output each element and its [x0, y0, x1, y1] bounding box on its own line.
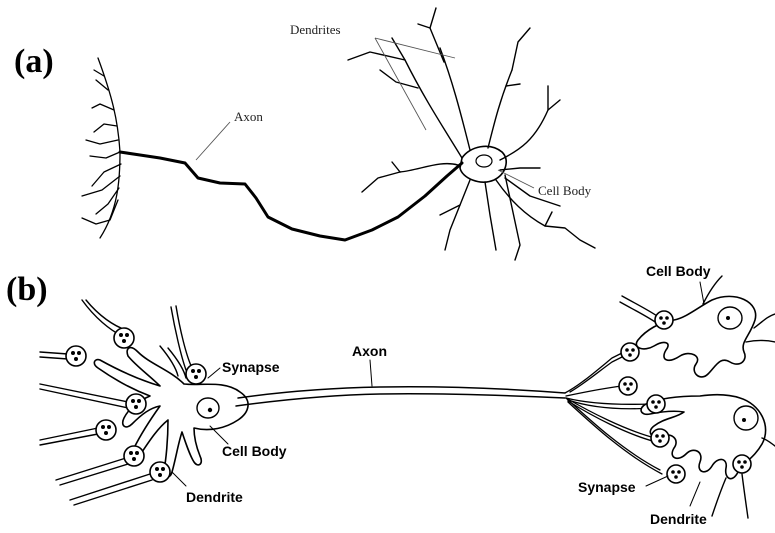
dendrite-label-right: Dendrite	[650, 511, 707, 527]
process-right-upper-3	[746, 341, 775, 343]
cell-body-leader-right	[700, 282, 704, 304]
axon-label-a: Axon	[234, 109, 263, 124]
process-right-upper-2	[754, 314, 775, 328]
process-right-lower-3	[742, 474, 748, 518]
axon-b-lower	[236, 394, 565, 406]
nucleolus-right-lower	[742, 418, 746, 422]
process-right-lower-1	[762, 438, 775, 446]
dendrite-leader-left	[172, 472, 186, 486]
bouton	[651, 429, 669, 447]
cell-body-label-left: Cell Body	[222, 443, 287, 459]
axon-a	[120, 152, 462, 240]
bouton	[124, 446, 144, 466]
nucleolus-right-upper	[726, 316, 730, 320]
bouton	[126, 394, 146, 414]
axon-leader-b	[370, 360, 372, 386]
axon-leader-a	[196, 122, 230, 160]
bouton	[621, 343, 639, 361]
synapse-leader-right	[646, 476, 668, 486]
synapse-label-right: Synapse	[578, 479, 636, 495]
cell-body-a	[460, 146, 506, 182]
dendrites-label-a: Dendrites	[290, 22, 341, 37]
bouton	[655, 311, 673, 329]
synapse-leader-left	[208, 368, 220, 378]
panel-a-label: (a)	[14, 43, 54, 80]
cell-body-label-a: Cell Body	[538, 183, 592, 198]
nucleus-a	[476, 155, 492, 167]
cell-body-right-upper	[636, 296, 755, 377]
panel-a: (a)	[14, 8, 595, 260]
bouton	[619, 377, 637, 395]
bouton	[114, 328, 134, 348]
bouton	[150, 462, 170, 482]
bouton	[66, 346, 86, 366]
dendrite-label-left: Dendrite	[186, 489, 243, 505]
axon-label-b: Axon	[352, 343, 387, 359]
bouton	[186, 364, 206, 384]
bouton	[667, 465, 685, 483]
panel-b: (b)	[6, 263, 775, 527]
nucleolus-left	[208, 408, 212, 412]
dendrites-leader-1	[375, 38, 455, 58]
cell-body-label-right: Cell Body	[646, 263, 711, 279]
synapse-label-left: Synapse	[222, 359, 280, 375]
bouton	[733, 455, 751, 473]
process-right-lower-2	[712, 478, 726, 516]
bouton	[96, 420, 116, 440]
dendrite-leader-right	[690, 482, 700, 506]
panel-b-label: (b)	[6, 271, 48, 308]
axon-terminals-a	[82, 58, 121, 238]
bouton	[647, 395, 665, 413]
